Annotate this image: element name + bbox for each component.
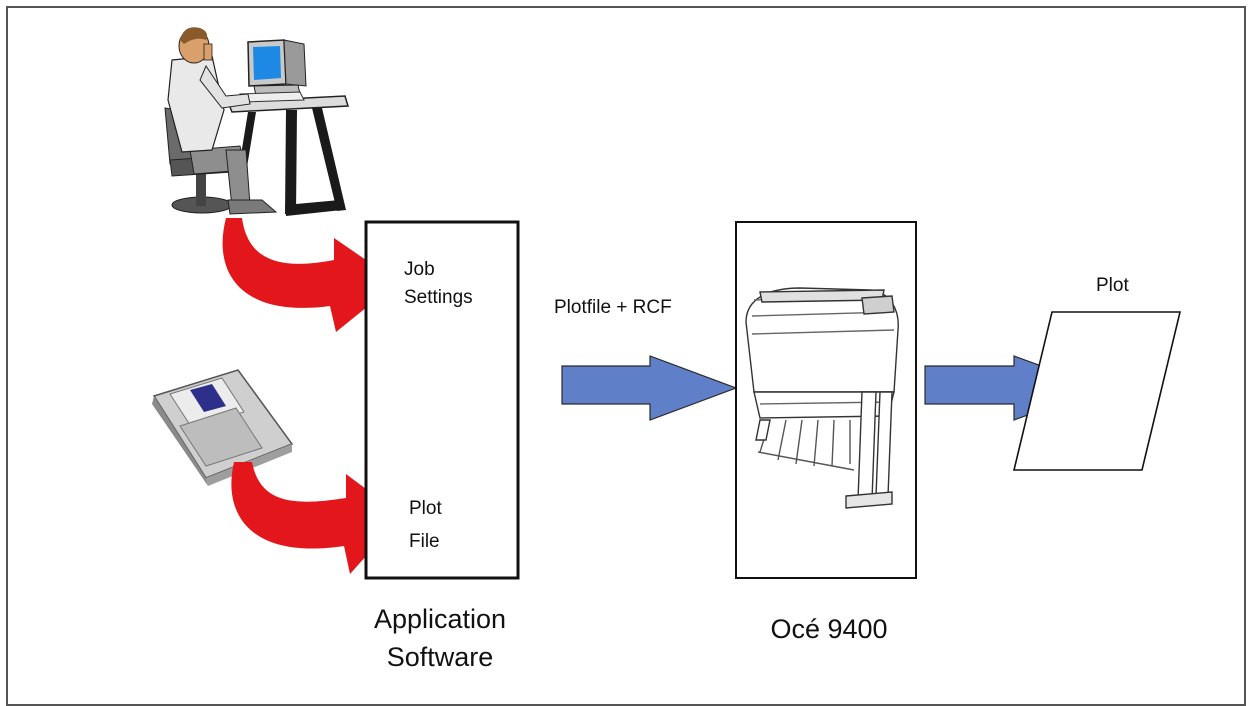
job-settings-label: Job Settings: [404, 259, 473, 308]
printer-name-label: Océ 9400: [770, 614, 888, 644]
plot-output-label: Plot: [1096, 275, 1129, 296]
plot-sheet-icon: [1012, 311, 1182, 471]
diagram-canvas: [152, 27, 1182, 580]
person-at-computer-icon: [164, 27, 349, 216]
plotfile-rcf-label: Plotfile + RCF: [554, 297, 672, 318]
application-software-box: [364, 220, 520, 580]
plot-file-label: Plot File: [409, 498, 442, 552]
plotter-printer-icon: [745, 287, 899, 509]
application-software-label: Application Software: [373, 604, 507, 672]
job-settings-arrow-icon: [222, 218, 398, 332]
plotfile-arrow-icon: [561, 355, 738, 421]
floppy-disk-icon: [152, 369, 294, 486]
plot-file-arrow-icon: [231, 462, 402, 574]
